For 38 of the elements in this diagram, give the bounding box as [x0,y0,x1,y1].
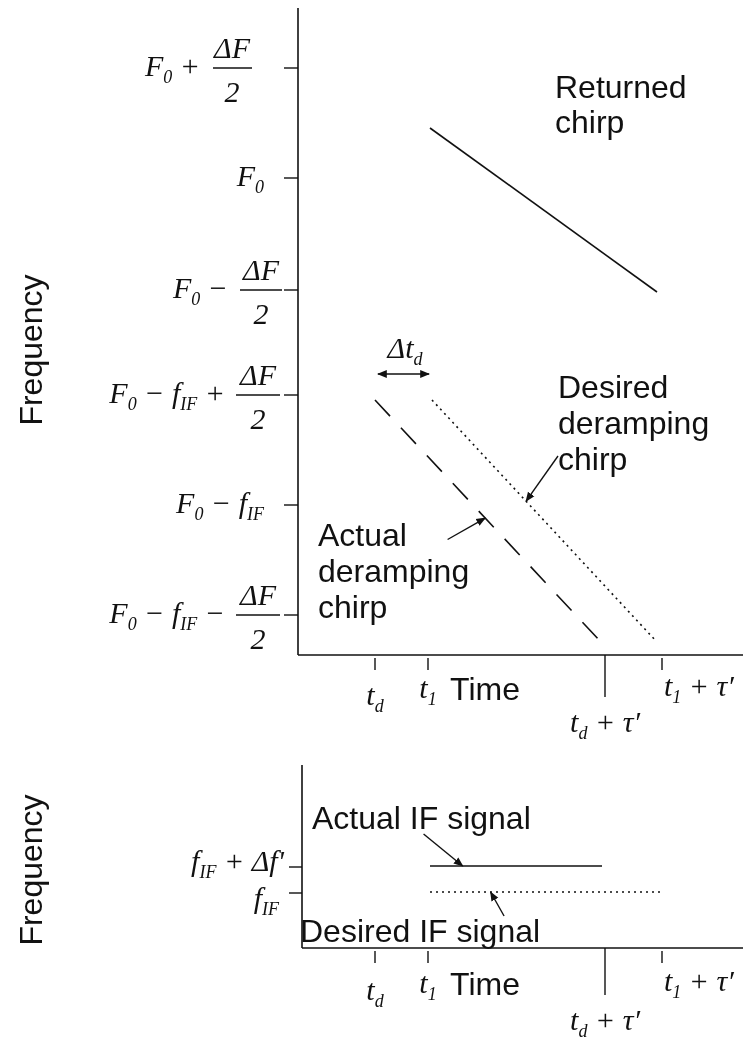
tick-label: t$_{d}$ [366,677,384,717]
chirp-line [429,865,603,867]
tick-label: t$_{d}$ + τ′ [570,704,640,744]
tick-label: F$_{0}$ − [172,270,228,310]
tick-label: t$_{d}$ + τ′ [570,1002,640,1042]
tick-label: f$_{IF}$ [253,880,279,920]
tick-label: f$_{IF}$ + Δf' [191,843,284,883]
fraction-denominator: 2 [250,401,266,435]
tick-label: F$_{0}$ − f$_{IF}$ − [109,595,225,635]
callout-text: Actual deramping chirp [318,518,498,626]
fraction-numerator: ΔF [214,30,250,64]
tick-label: F$_{0}$ − f$_{IF}$ + [109,375,225,415]
tick-label: F$_{0}$ − f$_{IF}$ [176,485,264,525]
tick-label: F$_{0}$ [236,158,264,198]
fraction-numerator: ΔF [240,357,276,391]
leader-line [446,517,487,541]
leader-line [525,455,559,502]
fraction-numerator: ΔF [243,252,279,286]
tick-label: t$_{d}$ [366,972,384,1012]
fraction-denominator: 2 [250,621,266,655]
leader-line [422,833,464,867]
tick-label: t$_{1}$ + τ′ [664,668,734,708]
leader-line [489,891,505,917]
tick-label: t$_{1}$ + τ′ [664,963,734,1003]
fraction-denominator: 2 [253,296,269,330]
tick-label: t$_{1}$ [419,965,437,1005]
tick-label: t$_{1}$ [419,670,437,710]
dimension-label: Δt$_{d}$ [387,330,423,370]
callout-text: Actual IF signal [312,802,531,834]
axis-title: Time [450,672,520,708]
tick-label: F$_{0}$ + [144,48,200,88]
axis-title: Frequency [14,274,50,426]
curve-label: Returned chirp [555,69,688,141]
fraction-numerator: ΔF [240,577,276,611]
callout-text: Desired deramping chirp [558,370,738,478]
axis-title: Time [450,967,520,1003]
fraction-denominator: 2 [224,74,240,108]
axis-title: Frequency [14,794,50,946]
